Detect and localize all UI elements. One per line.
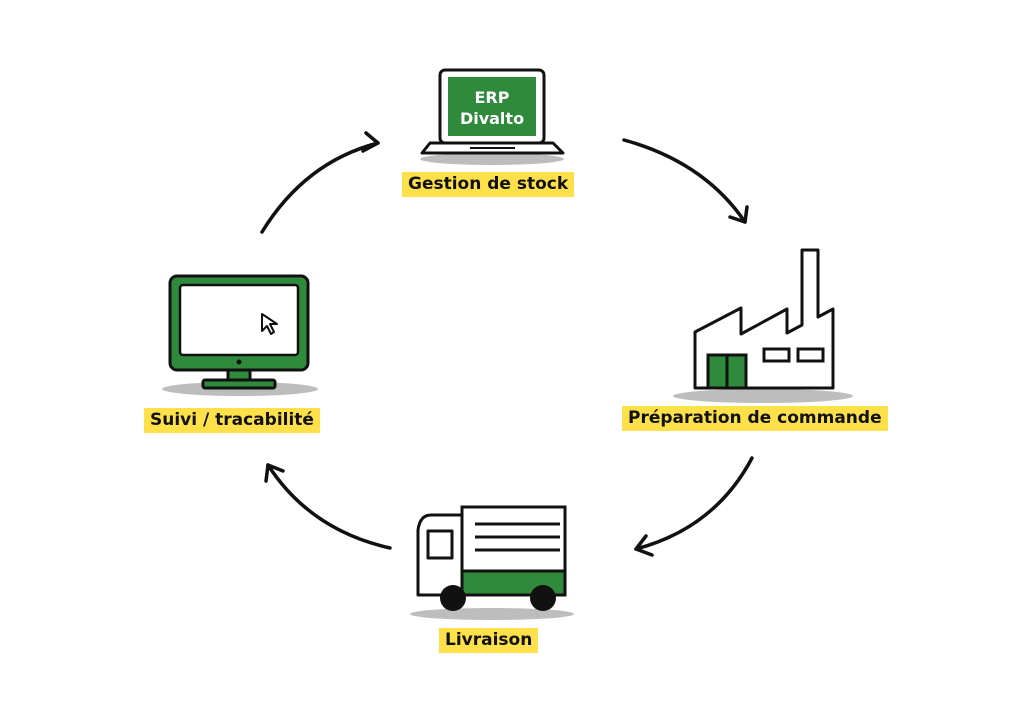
label-suivi-tracabilite: Suivi / tracabilité — [144, 408, 320, 433]
factory-icon — [673, 248, 853, 403]
laptop-icon: ERP Divalto — [420, 68, 565, 165]
monitor-icon — [162, 274, 318, 396]
arrow-preparation-to-livraison — [634, 456, 754, 557]
arrow-suivi-to-stock — [260, 131, 380, 234]
label-preparation-de-commande: Préparation de commande — [622, 406, 888, 431]
label-livraison: Livraison — [439, 628, 539, 653]
arrow-livraison-to-suivi — [264, 463, 392, 550]
divalto-label: Divalto — [460, 109, 524, 128]
truck-icon — [410, 505, 574, 620]
erp-label: ERP — [475, 88, 510, 107]
label-gestion-de-stock: Gestion de stock — [402, 172, 575, 197]
arrow-stock-to-preparation — [622, 138, 749, 224]
cursor-icon — [261, 313, 278, 335]
cycle-arrows — [260, 131, 754, 557]
